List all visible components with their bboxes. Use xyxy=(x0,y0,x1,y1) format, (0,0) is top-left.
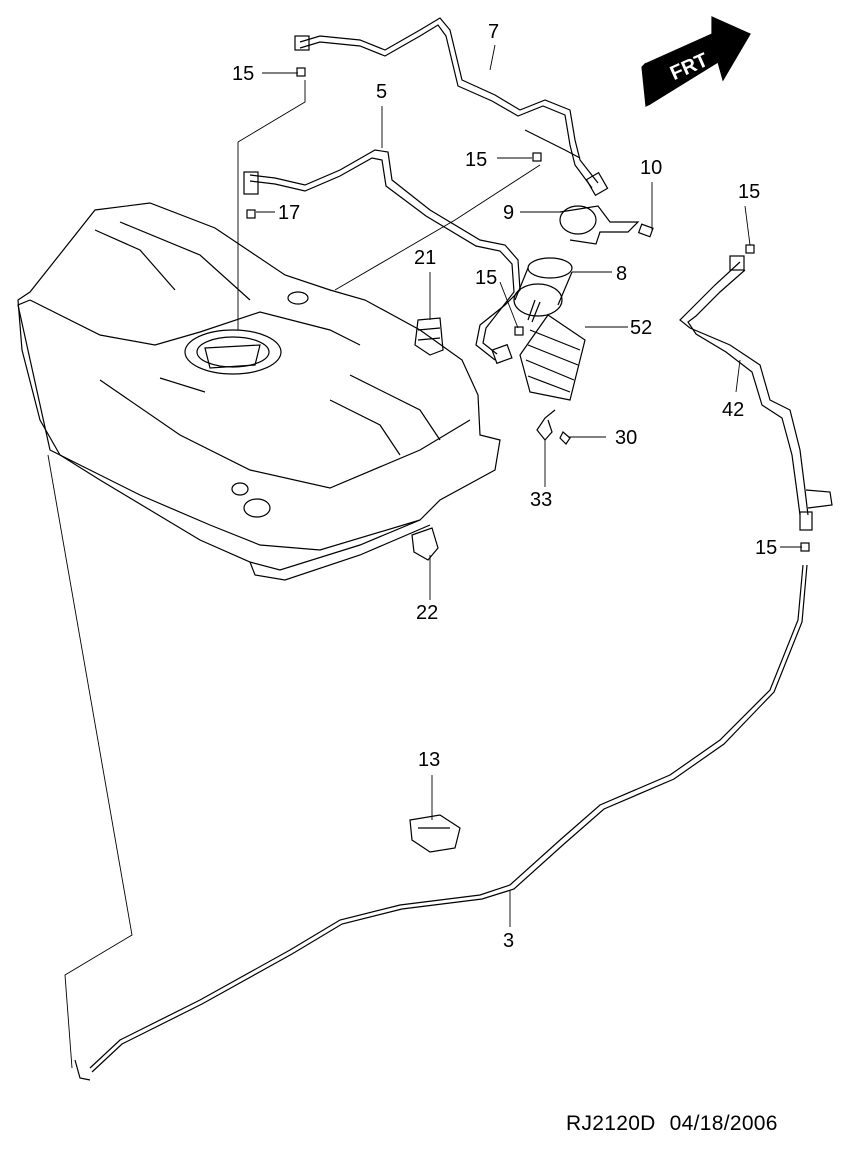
return-hose xyxy=(243,149,521,365)
callout-22: 22 xyxy=(416,602,439,624)
callout-15: 15 xyxy=(475,267,498,289)
callout-33: 33 xyxy=(530,489,553,511)
callout-8: 8 xyxy=(616,263,628,285)
leader-lines xyxy=(47,44,802,1069)
filter-bracket xyxy=(559,205,654,245)
callout-15: 15 xyxy=(465,149,488,171)
callout-15: 15 xyxy=(755,537,778,559)
clip-15-c xyxy=(745,244,755,254)
drawing-date: 04/18/2006 xyxy=(669,1112,778,1135)
clip-15-e xyxy=(800,542,810,552)
callout-42: 42 xyxy=(722,399,745,421)
callout-13: 13 xyxy=(418,749,441,771)
filter-cover xyxy=(519,314,586,401)
callout-21: 21 xyxy=(414,247,437,269)
callout-17: 17 xyxy=(278,202,301,224)
clip-13 xyxy=(409,814,461,853)
filler-hose xyxy=(679,255,833,531)
drawing-code: RJ2120D xyxy=(566,1112,656,1135)
fuel-feed-pipe xyxy=(74,564,808,1081)
callout-30: 30 xyxy=(615,427,638,449)
callout-7: 7 xyxy=(488,21,500,43)
clip-17 xyxy=(246,209,256,219)
fuel-tank xyxy=(17,202,501,581)
callout-5: 5 xyxy=(376,81,388,103)
drawing-footer: RJ2120D 04/18/2006 xyxy=(566,1112,792,1136)
fuel-filter xyxy=(513,257,573,323)
clip-33 xyxy=(536,409,556,441)
callout-15: 15 xyxy=(738,181,761,203)
callout-9: 9 xyxy=(503,202,515,224)
vapor-hose xyxy=(294,17,609,197)
clip-15-b xyxy=(532,152,542,162)
clip-15-d xyxy=(514,326,524,336)
clip-21 xyxy=(414,317,444,356)
callout-52: 52 xyxy=(630,317,653,339)
callout-3: 3 xyxy=(503,930,515,952)
clip-22 xyxy=(411,527,439,561)
clip-15-a xyxy=(296,67,306,77)
callout-15: 15 xyxy=(232,63,255,85)
front-direction-arrow xyxy=(641,16,751,107)
callout-10: 10 xyxy=(640,157,663,179)
bolt-30 xyxy=(559,431,571,445)
